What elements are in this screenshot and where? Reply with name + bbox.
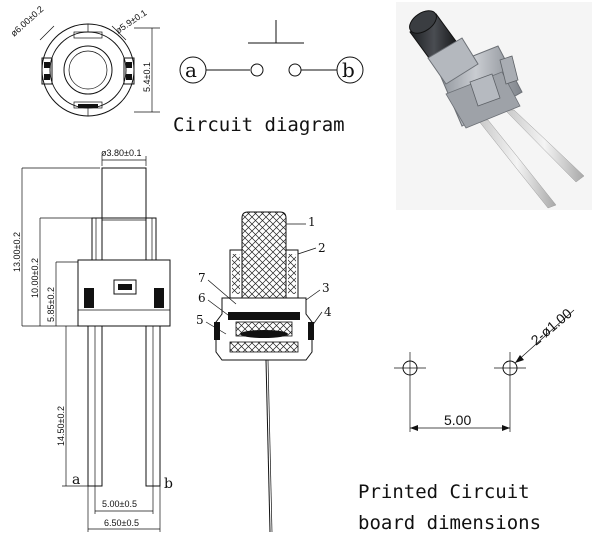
part-number-4: 4 bbox=[324, 305, 332, 319]
dim-body-height: 10.00±0.2 bbox=[30, 258, 40, 298]
circuit-diagram: a b Circuit diagram bbox=[173, 20, 364, 136]
dim-pin-pitch: 5.00±0.5 bbox=[102, 499, 137, 509]
top-view: ø6.00±0.2 ø5.9±0.1 5.4±0.1 bbox=[9, 4, 160, 117]
dim-pin-length: 14.50±0.2 bbox=[56, 406, 66, 446]
dim-pin-outer-width: 6.50±0.5 bbox=[104, 518, 139, 528]
part-number-2: 2 bbox=[318, 241, 326, 255]
cross-section: 1 2 3 4 5 6 7 bbox=[196, 211, 332, 533]
part-number-6: 6 bbox=[198, 291, 206, 305]
pcb-hole-spacing: 5.00 bbox=[444, 412, 471, 428]
switch-photo: push-button-switch-photo bbox=[396, 2, 592, 210]
dim-outer-diameter: ø6.00±0.2 bbox=[9, 4, 46, 39]
pcb-caption-line1: Printed Circuit bbox=[358, 481, 530, 503]
pcb-caption-line2: board dimensions bbox=[358, 512, 541, 534]
dim-width: 5.4±0.1 bbox=[142, 62, 152, 92]
side-view: ø3.80±0.1 13.00±0.2 10.00±0.2 5.85±0.2 1… bbox=[12, 148, 173, 532]
part-number-7: 7 bbox=[198, 271, 206, 285]
side-terminal-a: a bbox=[72, 472, 80, 488]
circuit-terminal-a: a bbox=[185, 58, 197, 82]
circuit-diagram-caption: Circuit diagram bbox=[173, 114, 345, 136]
dim-total-height: 13.00±0.2 bbox=[12, 232, 22, 272]
side-terminal-b: b bbox=[164, 476, 173, 492]
part-number-1: 1 bbox=[308, 215, 316, 229]
part-number-3: 3 bbox=[322, 281, 330, 295]
pcb-dimensions: 5.00 2-ø1.00 Printed Circuit board dimen… bbox=[358, 305, 575, 534]
part-number-5: 5 bbox=[196, 313, 204, 327]
circuit-terminal-b: b bbox=[342, 58, 355, 82]
pcb-hole-diameter: 2-ø1.00 bbox=[528, 305, 575, 348]
dim-inner-diameter: ø5.9±0.1 bbox=[114, 8, 149, 36]
dim-base-height: 5.85±0.2 bbox=[46, 287, 56, 322]
dim-cap-diameter: ø3.80±0.1 bbox=[101, 148, 141, 158]
